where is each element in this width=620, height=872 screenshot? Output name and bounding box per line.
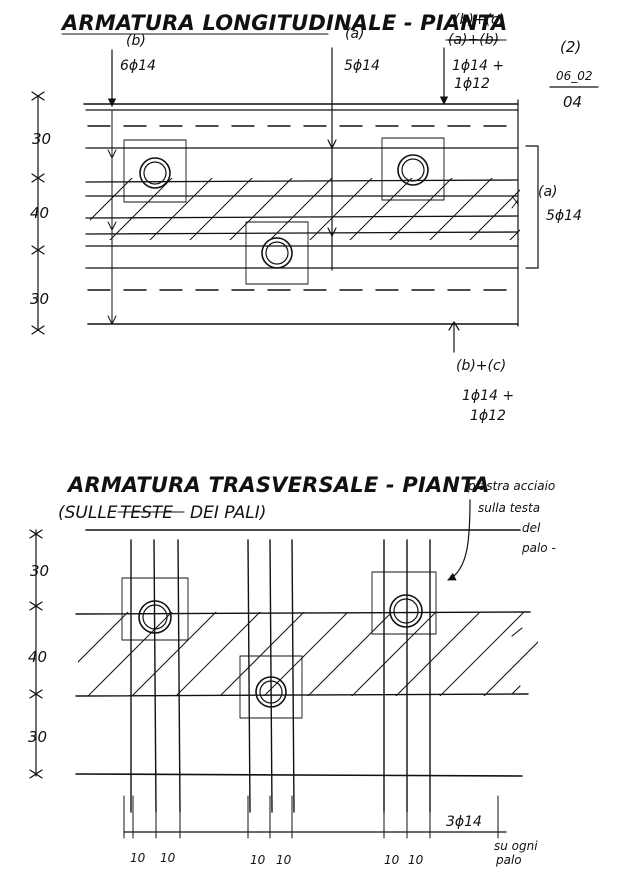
bottom-pile-right: [371, 571, 437, 635]
top-bar-end-right: [511, 195, 519, 209]
label-bc-tag: (b)+(c): [454, 12, 504, 28]
bottom-dim-3: 30: [28, 728, 47, 746]
top-longitudinal-bars: [85, 109, 519, 291]
label-a-tag: (a): [345, 26, 365, 42]
bottom-title: ARMATURA TRASVERSALE - PIANTA: [66, 473, 490, 497]
sheet-number: (2): [560, 38, 581, 56]
leader-a-tick-2: [327, 227, 337, 237]
top-dim-tick-3: [31, 245, 45, 255]
note-line-2: sulla testa: [478, 501, 540, 515]
bottom-dim-tick-3: [29, 689, 43, 699]
bottom-subtitle-struck: TESTE: [120, 503, 173, 523]
bottom-bar-end-marks: [511, 627, 523, 695]
spacing-6: 10: [408, 853, 424, 867]
note-line-1: piastra acciaio: [467, 479, 555, 493]
note-leader: [447, 499, 471, 581]
top-dim-tick-4: [31, 325, 45, 335]
bottom-subtitle-post: DEI PALI): [190, 503, 266, 523]
spacing-3: 10: [250, 853, 266, 867]
top-pile-right: [381, 137, 445, 201]
label-b-tag: (b): [126, 33, 146, 49]
bottom-bc-bar2: 1ϕ12: [470, 408, 506, 424]
note-line-4: palo -: [521, 541, 556, 555]
top-pile-left: [123, 139, 187, 203]
label-a-bars: 5ϕ14: [344, 58, 380, 74]
bottom-bc-tag: (b)+(c): [456, 358, 506, 374]
spacing-ticks: [123, 795, 499, 839]
bottom-dim-tick-1: [29, 529, 43, 539]
bottom-pile-left: [121, 577, 189, 641]
spacing-4: 10: [276, 853, 292, 867]
bottom-hatch: [78, 612, 538, 696]
sheet-year: 04: [563, 93, 582, 111]
top-dim-1: 30: [32, 130, 51, 148]
top-dim-3: 30: [30, 290, 49, 308]
top-dim-tick-2: [31, 173, 45, 183]
top-pile-center: [245, 221, 309, 285]
bottom-bars-note-2: palo: [495, 853, 522, 867]
side-a-bars: 5ϕ14: [546, 208, 582, 224]
top-dim-2: 40: [30, 204, 49, 222]
note-line-3: del: [522, 521, 541, 535]
top-bar-end-ticks: [107, 149, 117, 325]
side-bracket: [525, 145, 539, 269]
top-title: ARMATURA LONGITUDINALE - PIANTA: [60, 11, 507, 35]
label-bc-bar2: 1ϕ12: [454, 76, 490, 92]
bottom-dim-2: 40: [28, 648, 47, 666]
bottom-bc-bar1: 1ϕ14 +: [462, 388, 514, 404]
bottom-beam-edge-bottom: [75, 773, 523, 777]
bottom-bars: 3ϕ14: [446, 814, 482, 830]
bottom-transverse-bars: [130, 539, 431, 813]
label-b-bars: 6ϕ14: [120, 58, 156, 74]
side-a-tag: (a): [538, 184, 558, 200]
top-hatch: [90, 178, 520, 240]
spacing-5: 10: [384, 853, 400, 867]
bottom-dim-tick-2: [29, 601, 43, 611]
bottom-dim-tick-4: [29, 769, 43, 779]
label-bc-bar1: 1ϕ14 +: [452, 58, 504, 74]
bottom-subtitle-pre: (SULLE: [58, 503, 118, 523]
bottom-bars-note-1: su ogni: [494, 839, 538, 853]
top-dim-tick-1: [31, 91, 45, 101]
leader-bottom-bc-arrow: [448, 321, 460, 331]
bottom-pile-center: [239, 655, 303, 719]
spacing-1: 10: [130, 851, 146, 865]
spacing-2: 10: [160, 851, 176, 865]
sheet-date: 06_02: [556, 69, 593, 83]
bottom-dim-1: 30: [30, 562, 49, 580]
